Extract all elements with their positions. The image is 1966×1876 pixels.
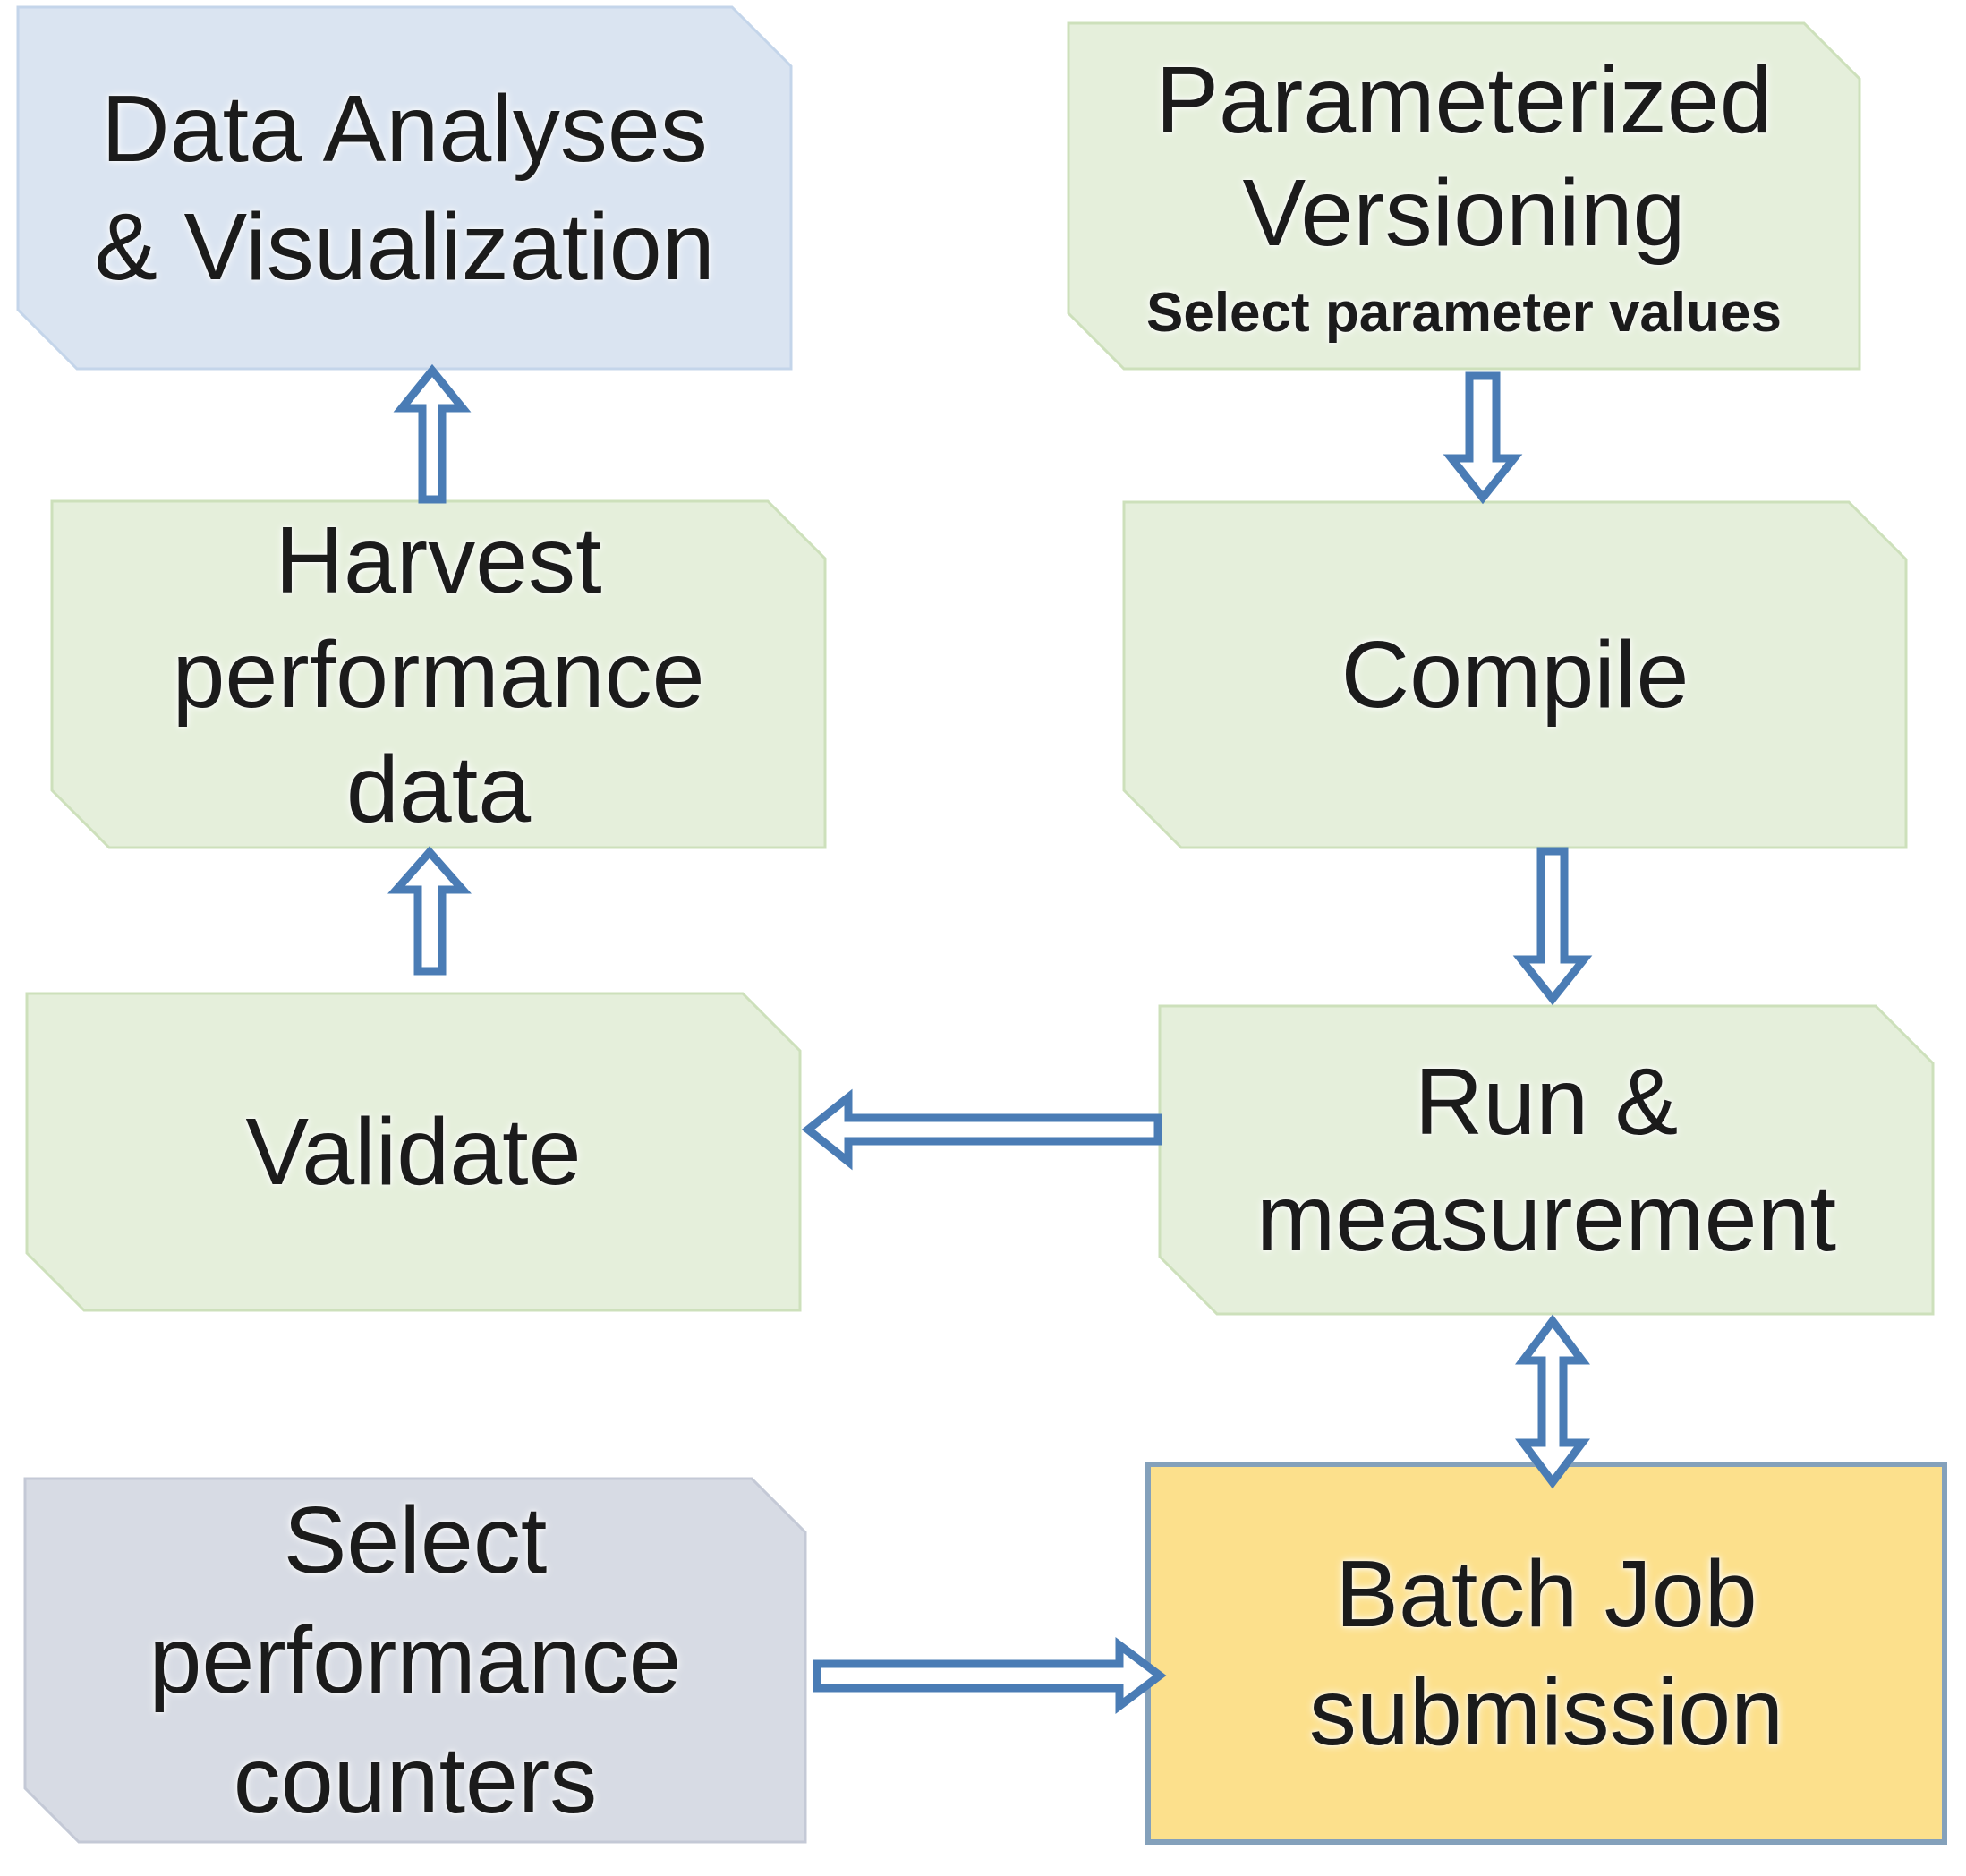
node-label-harvest-performance-data: Harvest performance data xyxy=(172,507,705,842)
node-label-validate: Validate xyxy=(245,1099,582,1205)
arrow-compile-to-run xyxy=(1512,847,1593,1006)
node-validate xyxy=(25,992,802,1312)
node-label-select-performance-counters: Select performance counters xyxy=(149,1488,682,1833)
node-batch-job-submission xyxy=(1145,1462,1947,1845)
node-parameterized-versioning xyxy=(1067,21,1861,371)
node-select-performance-counters xyxy=(23,1477,807,1844)
arrow-parameterized-to-compile xyxy=(1443,371,1523,505)
node-parameterized-versioning-subtitle: Select parameter values xyxy=(1146,282,1782,344)
node-label-batch-job-submission: Batch Job submission xyxy=(1308,1541,1784,1765)
node-compile xyxy=(1122,500,1908,849)
node-label-compile: Compile xyxy=(1340,622,1689,728)
node-parameterized-versioning-title: Parameterized Versioning xyxy=(1155,47,1773,266)
node-label-parameterized-versioning: Parameterized Versioning Select paramete… xyxy=(1068,23,1860,369)
node-label-run-measurement: Run & measurement xyxy=(1255,1049,1837,1271)
node-label-data-analyses-visualization: Data Analyses & Visualization xyxy=(94,76,715,300)
node-run-measurement xyxy=(1158,1004,1935,1316)
arrow-select-counters-to-batch xyxy=(813,1636,1167,1715)
arrow-run-batch-bidirectional xyxy=(1515,1314,1590,1489)
arrow-run-to-validate xyxy=(801,1088,1162,1171)
node-harvest-performance-data xyxy=(50,499,827,849)
arrow-harvest-to-data-analyses xyxy=(393,363,472,504)
arrow-validate-to-harvest xyxy=(387,846,472,976)
node-data-analyses-visualization xyxy=(16,5,793,371)
